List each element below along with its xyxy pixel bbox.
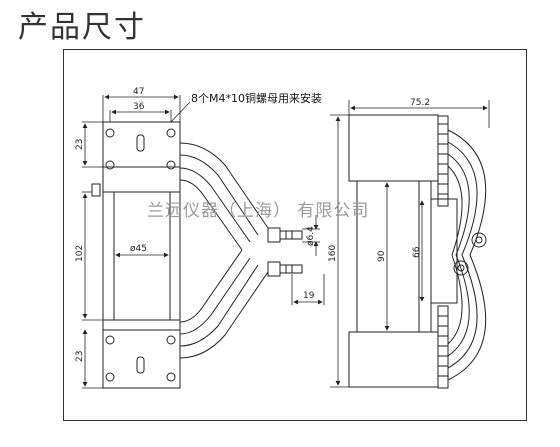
watermark: 兰远仪器（上海） 有限公司 — [147, 201, 369, 221]
tube — [179, 271, 269, 359]
page-title: 产品尺寸 — [18, 10, 146, 45]
front-view — [91, 121, 303, 389]
dim-23-top: 23 — [75, 139, 85, 150]
mount-hole — [166, 160, 176, 170]
side-top-block — [348, 114, 439, 182]
top-mount-plate — [102, 121, 181, 193]
drawing-frame — [63, 49, 527, 421]
tube — [179, 142, 269, 229]
barb — [279, 264, 303, 274]
dim-102: 102 — [75, 245, 85, 262]
dim-47: 47 — [133, 87, 144, 97]
side-fitting — [453, 260, 469, 276]
mount-hole — [105, 372, 115, 382]
slot — [136, 134, 145, 152]
dim-66: 66 — [412, 246, 422, 258]
side-bottom-block — [348, 331, 439, 388]
slot — [136, 356, 145, 374]
side-view — [348, 114, 487, 389]
fitting — [267, 227, 281, 243]
side-tube — [447, 129, 487, 381]
dim-diameter-6-4: ø6.4 — [306, 226, 316, 246]
dim-75-2: 75.2 — [410, 98, 430, 108]
side-fitting — [471, 232, 487, 248]
bottom-mount-plate — [102, 319, 181, 389]
dim-90: 90 — [377, 250, 387, 262]
mount-hole — [166, 335, 176, 345]
mount-hole — [166, 372, 176, 382]
dim-diameter-45: ø45 — [130, 244, 147, 254]
barb — [279, 230, 303, 240]
side-core — [430, 198, 458, 304]
mount-hole — [166, 128, 176, 138]
mount-hole — [105, 128, 115, 138]
mount-hole — [105, 160, 115, 170]
dim-23-bottom: 23 — [75, 351, 85, 362]
mount-hole — [105, 335, 115, 345]
dim-36: 36 — [133, 102, 145, 112]
dim-19: 19 — [303, 291, 315, 301]
fitting — [267, 261, 281, 277]
side-tab — [91, 183, 101, 197]
mounting-note: 8个M4*10铜螺母用来安装 — [191, 91, 322, 105]
dim-160: 160 — [328, 245, 338, 262]
